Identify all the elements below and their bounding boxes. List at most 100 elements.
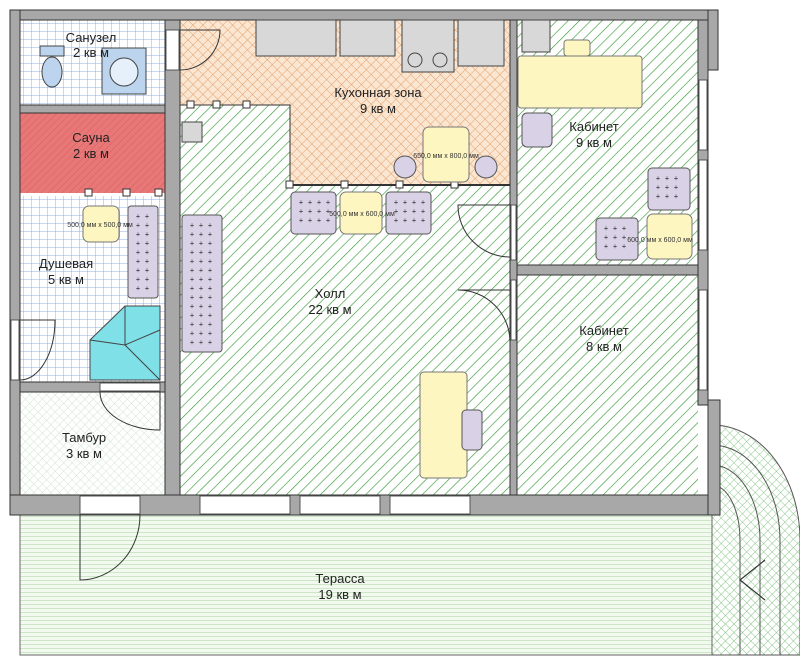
- tufting-mark: +: [317, 198, 322, 207]
- tufting-mark: +: [199, 293, 204, 302]
- tufting-mark: +: [622, 224, 627, 233]
- tufting-mark: +: [421, 207, 426, 216]
- tufting-mark: +: [604, 233, 609, 242]
- tufting-mark: +: [613, 224, 618, 233]
- tufting-mark: +: [190, 230, 195, 239]
- shower-table: [82, 205, 120, 243]
- tufting-mark: +: [403, 207, 408, 216]
- tufting-mark: +: [136, 239, 141, 248]
- tufting-mark: +: [136, 257, 141, 266]
- office-2-name: Кабинет: [579, 323, 628, 338]
- tufting-mark: +: [394, 198, 399, 207]
- tufting-mark: +: [145, 230, 150, 239]
- hall-table-dimension: 500,0 мм x 600,0 мм: [329, 211, 395, 218]
- tufting-mark: +: [412, 216, 417, 225]
- tufting-mark: +: [145, 257, 150, 266]
- tufting-mark: +: [665, 192, 670, 201]
- tufting-mark: +: [656, 174, 661, 183]
- terrace-area: 19 кв м: [318, 587, 361, 602]
- tufting-mark: +: [136, 248, 141, 257]
- tufting-mark: +: [208, 266, 213, 275]
- tufting-mark: +: [208, 338, 213, 347]
- tufting-mark: +: [326, 216, 331, 225]
- bathroom-area: 2 кв м: [73, 45, 109, 60]
- tufting-mark: +: [190, 284, 195, 293]
- tufting-mark: +: [190, 239, 195, 248]
- tufting-mark: +: [199, 329, 204, 338]
- tufting-mark: +: [412, 207, 417, 216]
- office-2-area: 8 кв м: [586, 339, 622, 354]
- tufting-mark: +: [665, 174, 670, 183]
- tufting-mark: +: [136, 266, 141, 275]
- tufting-mark: +: [208, 275, 213, 284]
- tufting-mark: +: [326, 198, 331, 207]
- tufting-mark: +: [394, 207, 399, 216]
- door-swings: [19, 29, 511, 581]
- tufting-mark: +: [208, 230, 213, 239]
- armchair: [290, 191, 337, 235]
- terrace-name: Терасса: [315, 571, 365, 586]
- tufting-mark: +: [190, 221, 195, 230]
- kitchen-table: [422, 126, 470, 183]
- tufting-mark: +: [208, 239, 213, 248]
- tufting-mark: +: [145, 284, 150, 293]
- tufting-mark: +: [412, 198, 417, 207]
- tufting-mark: +: [190, 338, 195, 347]
- tufting-mark: +: [190, 275, 195, 284]
- tufting-mark: +: [190, 257, 195, 266]
- tufting-mark: +: [308, 207, 313, 216]
- kitchen-table-dimension: 650,0 мм x 800,0 мм: [413, 153, 479, 160]
- armchair: [595, 217, 639, 261]
- tufting-mark: +: [308, 216, 313, 225]
- toilet: [41, 56, 63, 88]
- hall-table: [339, 191, 383, 235]
- tufting-mark: +: [665, 183, 670, 192]
- shower-area: 5 кв м: [48, 272, 84, 287]
- office-chair: [521, 112, 553, 148]
- desk-chair: [461, 409, 483, 451]
- tufting-mark: +: [145, 275, 150, 284]
- tufting-mark: +: [308, 198, 313, 207]
- tufting-mark: +: [613, 242, 618, 251]
- hall-name: Холл: [315, 286, 346, 301]
- tufting-mark: +: [190, 293, 195, 302]
- tufting-mark: +: [208, 221, 213, 230]
- tufting-mark: +: [136, 221, 141, 230]
- tufting-mark: +: [613, 233, 618, 242]
- sauna-area: 2 кв м: [73, 146, 109, 161]
- tufting-mark: +: [136, 275, 141, 284]
- tufting-mark: +: [208, 248, 213, 257]
- tufting-mark: +: [199, 302, 204, 311]
- office-table-dimension: 600,0 мм x 600,0 мм: [627, 237, 693, 244]
- shower-name: Душевая: [39, 256, 93, 271]
- tufting-mark: +: [190, 302, 195, 311]
- tufting-mark: +: [190, 329, 195, 338]
- shower-table-dimension: 500,0 мм x 500,0 мм: [67, 222, 133, 229]
- tufting-mark: +: [145, 239, 150, 248]
- tufting-mark: +: [199, 275, 204, 284]
- tufting-mark: +: [674, 174, 679, 183]
- tufting-mark: +: [199, 239, 204, 248]
- tufting-mark: +: [136, 230, 141, 239]
- openings: [10, 29, 708, 515]
- bench: [127, 205, 159, 299]
- tufting-mark: +: [190, 320, 195, 329]
- office-1-area: 9 кв м: [576, 135, 612, 150]
- tufting-mark: +: [145, 212, 150, 221]
- room-office-2: [517, 275, 698, 495]
- kitchen-appliances: [181, 19, 551, 143]
- tufting-mark: +: [190, 248, 195, 257]
- tufting-mark: +: [674, 192, 679, 201]
- kitchen-name: Кухонная зона: [334, 85, 422, 100]
- tufting-mark: +: [199, 266, 204, 275]
- tufting-mark: +: [604, 242, 609, 251]
- tufting-mark: +: [145, 248, 150, 257]
- tufting-mark: +: [208, 293, 213, 302]
- tufting-mark: +: [208, 320, 213, 329]
- tufting-mark: +: [190, 311, 195, 320]
- vestibule-area: 3 кв м: [66, 446, 102, 461]
- tufting-mark: +: [299, 207, 304, 216]
- tufting-mark: +: [317, 207, 322, 216]
- tufting-mark: +: [421, 216, 426, 225]
